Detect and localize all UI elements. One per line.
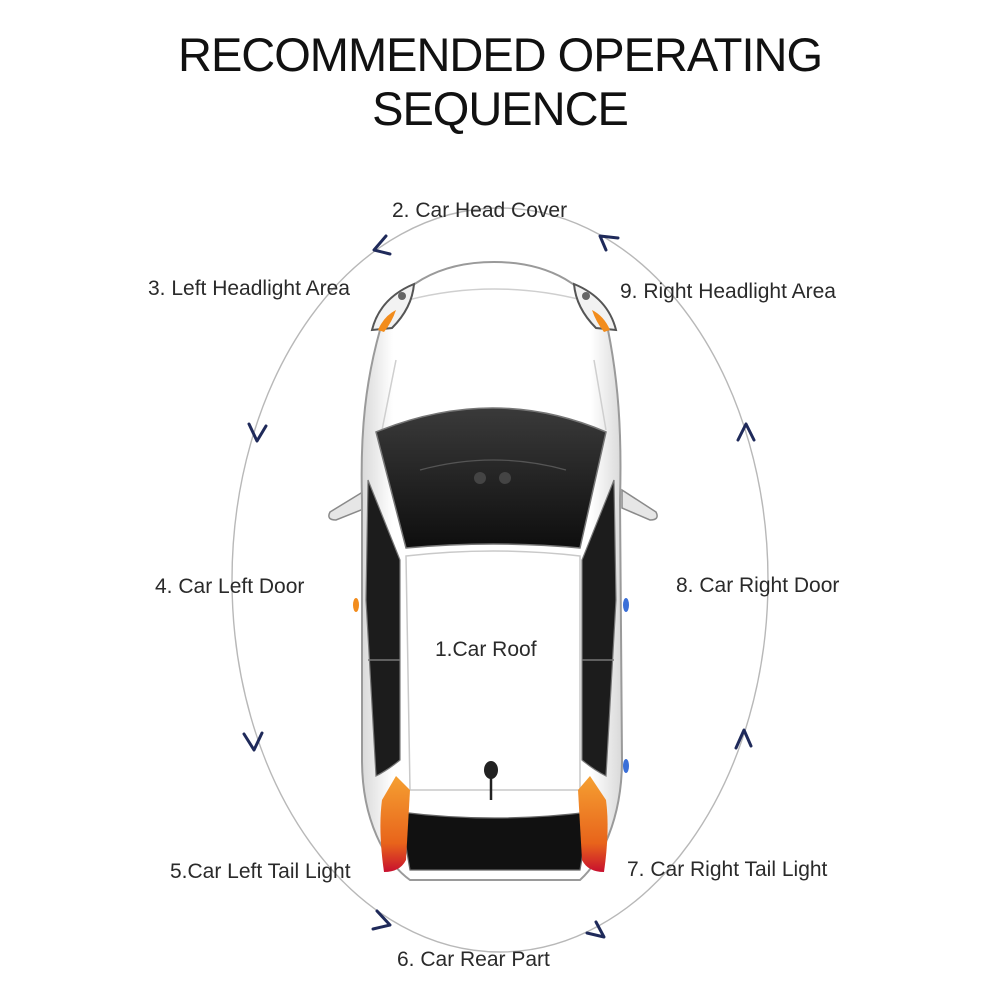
- car-roof: [405, 550, 581, 791]
- left-side-window: [365, 479, 401, 777]
- step-2-label: 2. Car Head Cover: [392, 199, 567, 222]
- arrow-icon-left-upper: [247, 422, 268, 443]
- sequence-loop-ellipse: [231, 207, 769, 953]
- antenna-icon: [484, 761, 498, 800]
- windshield: [375, 407, 607, 549]
- right-tail-light: [578, 776, 608, 872]
- arrow-icon-right-lower: [734, 728, 753, 750]
- arrow-icon-right-upper: [736, 422, 756, 442]
- title-line-2: SEQUENCE: [372, 82, 629, 135]
- arrow-icon-bottom-right: [585, 920, 606, 939]
- left-tail-light: [380, 776, 410, 872]
- rear-window: [399, 811, 591, 871]
- step-9-label: 9. Right Headlight Area: [620, 280, 836, 303]
- left-mirror: [328, 488, 367, 521]
- arrow-icon-top-left: [372, 234, 392, 256]
- step-5-label: 5.Car Left Tail Light: [170, 860, 351, 883]
- arrow-icon-bottom-left: [371, 909, 392, 931]
- step-4-label: 4. Car Left Door: [155, 575, 304, 598]
- right-headlight: [572, 282, 618, 332]
- step-8-label: 8. Car Right Door: [676, 574, 839, 597]
- car-top-view: [328, 260, 658, 881]
- arrow-icon-left-lower: [242, 731, 264, 752]
- direction-arrows: [242, 234, 756, 939]
- diagram-title: RECOMMENDED OPERATING SEQUENCE: [0, 28, 1000, 136]
- step-3-label: 3. Left Headlight Area: [148, 277, 350, 300]
- right-mirror: [621, 488, 658, 521]
- right-side-window: [581, 479, 617, 777]
- step-7-label: 7. Car Right Tail Light: [627, 858, 828, 881]
- step-1-label: 1.Car Roof: [435, 638, 537, 661]
- step-6-label: 6. Car Rear Part: [397, 948, 550, 971]
- title-line-1: RECOMMENDED OPERATING: [178, 28, 823, 81]
- arrow-icon-top-right: [598, 234, 620, 252]
- left-headlight: [370, 282, 416, 332]
